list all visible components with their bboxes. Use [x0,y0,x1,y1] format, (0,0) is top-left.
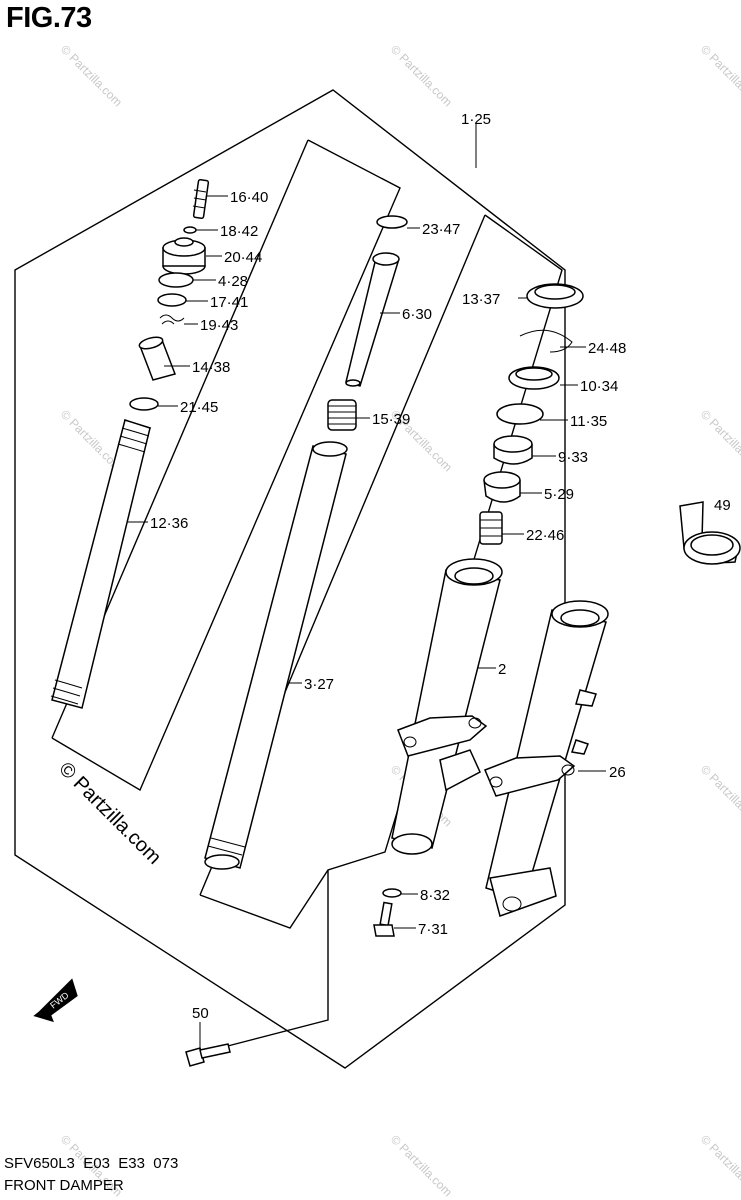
part-22-cylinder-base [479,511,503,545]
model-code: SFV650L3 E03 E33 073 [4,1155,179,1172]
part-23-o-ring [376,215,408,229]
watermark-main: © Partzilla.com [54,758,165,869]
callout-8-32: 8·32 [420,887,450,904]
part-2-outer-tube [391,558,503,855]
part-19-clip [159,314,185,325]
watermark-3: © Partzilla.com [698,42,741,109]
callout-50: 50 [192,1005,209,1022]
callout-17-41: 17·41 [210,294,248,311]
callout-14-38: 14·38 [192,359,230,376]
callout-3-27: 3·27 [304,676,334,693]
sub-frame-left [51,139,401,792]
part-14-spacer [138,336,176,381]
watermark-2: © Partzilla.com [388,42,455,109]
part-26-outer-tube [484,600,609,917]
callout-22-46: 22·46 [526,527,564,544]
watermark-6: © Partzilla.com [698,407,741,474]
callout-26: 26 [609,764,626,781]
callout-10-34: 10·34 [580,378,618,395]
part-50-bolt [185,1043,231,1067]
callout-18-42: 18·42 [220,223,258,240]
part-17-washer [157,293,187,307]
callout-16-40: 16·40 [230,189,268,206]
callout-49: 49 [714,497,731,514]
assembly-name: FRONT DAMPER [4,1177,124,1194]
part-11-retainer [496,403,544,425]
callout-9-33: 9·33 [558,449,588,466]
part-20-cap-bolt [162,237,206,275]
part-15-rebound-spring [327,399,357,431]
sub-frame-center [199,214,563,929]
part-16-adjuster [192,178,210,220]
callout-12-36: 12·36 [150,515,188,532]
callout-19-43: 19·43 [200,317,238,334]
part-8-gasket [382,888,402,898]
callout-2: 2 [498,661,506,678]
callout-20-44: 20·44 [224,249,262,266]
callout-1-25: 1·25 [461,111,491,128]
callout-23-47: 23·47 [422,221,460,238]
callout-6-30: 6·30 [402,306,432,323]
part-12-spring [50,419,152,709]
fwd-arrow-icon: FWD [33,978,78,1023]
bolt-leader [219,870,329,1049]
callout-13-37: 13·37 [462,291,500,308]
part-24-stopper-ring [519,329,573,353]
part-3-inner-tube [204,441,348,870]
callout-5-29: 5·29 [544,486,574,503]
figure-title: FIG.73 [6,2,92,34]
part-10-oil-seal [508,366,560,390]
watermark-1: © Partzilla.com [58,42,125,109]
part-18-o-ring [183,226,197,234]
callout-11-35: 11·35 [570,413,607,430]
callout-4-28: 4·28 [218,273,248,290]
part-7-bolt [373,901,395,937]
part-13-dust-seal [526,283,584,309]
assembly-frame [14,89,566,1069]
part-21-washer [129,397,159,411]
watermark-11: © Partzilla.com [698,1132,741,1199]
watermark-8: © Partzilla.com [698,762,741,829]
part-49-band [679,501,741,565]
leader-lines [128,124,606,1048]
part-5-slide-metal [483,471,521,503]
callout-15-39: 15·39 [372,411,410,428]
callout-7-31: 7·31 [418,921,448,938]
watermark-10: © Partzilla.com [388,1132,455,1199]
callout-24-48: 24·48 [588,340,626,357]
callout-21-45: 21·45 [180,399,218,416]
part-9-guide-metal [493,435,533,465]
part-4-o-ring [158,272,194,288]
part-6-damper-rod [345,252,400,387]
